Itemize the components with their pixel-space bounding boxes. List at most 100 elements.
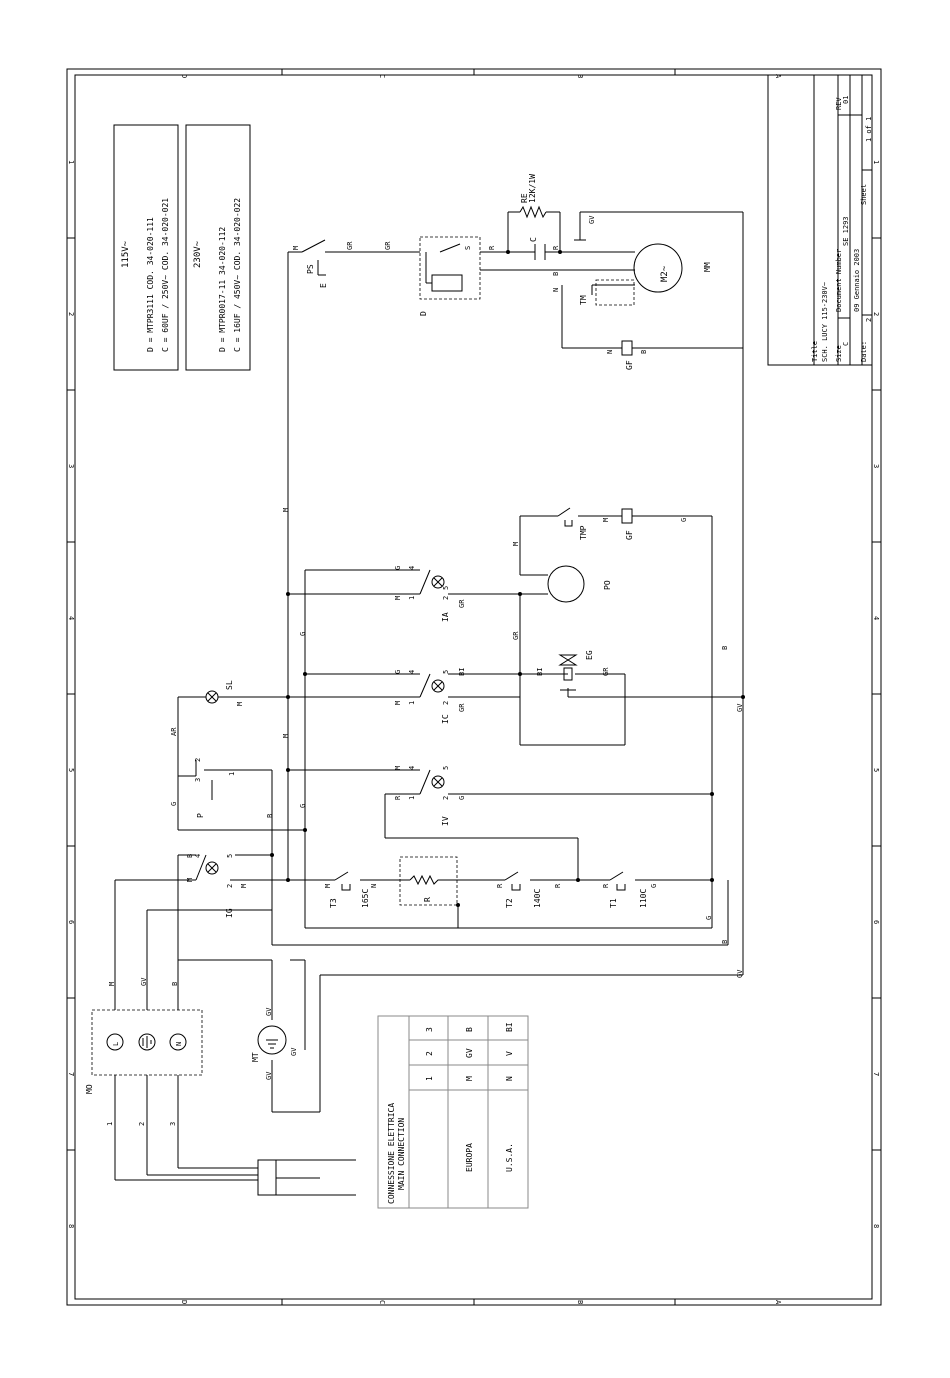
- label-c: C: [529, 237, 538, 242]
- wire-label-r-1: R: [488, 245, 496, 250]
- note-230v-title: 230V~: [193, 240, 203, 268]
- wire-label-gv-bottom: GV: [736, 969, 744, 978]
- label-tm: TM: [579, 295, 588, 305]
- eg-valve: [558, 654, 578, 691]
- wire-label-b: B: [552, 272, 560, 276]
- wire-label-m-ia: M: [394, 596, 402, 600]
- label-tmp: TMP: [579, 525, 588, 540]
- wire-label-gv-mt-2: GV: [290, 1047, 298, 1056]
- frame-col-5-left: 5: [67, 768, 75, 772]
- label-eg: EG: [585, 650, 594, 660]
- connection-table-title: CONNESSIONE ELETTRICA: [387, 1103, 396, 1204]
- label-ig: IG: [225, 908, 234, 918]
- table-row-usa-3: BI: [505, 1022, 514, 1032]
- wire-label-gv-right: GV: [736, 703, 744, 712]
- frame-col-4-left: 4: [67, 616, 75, 620]
- wire-label-m-gf: M: [602, 518, 610, 522]
- label-ia: IA: [441, 612, 450, 622]
- wire-label-1-ia: 1: [408, 596, 416, 600]
- label-gf-top: GF: [625, 360, 634, 370]
- wire-label-m-iv: M: [394, 766, 402, 770]
- wire-label-r-t1: R: [602, 883, 610, 888]
- wire-label-2-ia: 2: [442, 596, 450, 600]
- wire-label-g-ic: G: [394, 670, 402, 674]
- table-row-europa-name: EUROPA: [465, 1143, 474, 1172]
- docnum-label: Document Number: [835, 249, 843, 312]
- wire-label-gr-2: GR: [384, 241, 392, 250]
- motor-mm: [574, 235, 683, 306]
- wire-label-g-gf: G: [680, 518, 688, 522]
- wire-label-bi-eg: BI: [536, 668, 544, 676]
- frame-row-a-bottom: A: [774, 1300, 782, 1305]
- wire-label-5-iv: 5: [442, 766, 450, 770]
- note-box-230v: 230V~ D = MTPR0017-11 34-020-112 C = 16U…: [185, 124, 251, 371]
- size-value: C: [842, 342, 850, 346]
- r-heating-element: [399, 856, 458, 906]
- wire-label-m-ic: M: [394, 701, 402, 705]
- capacitor: [534, 244, 546, 260]
- label-165c: 165C: [361, 889, 370, 908]
- frame-col-5-right: 5: [872, 768, 880, 772]
- wire-label-b-right: B: [721, 646, 729, 650]
- table-header-1: 1: [425, 1076, 434, 1081]
- label-mt: MT: [251, 1052, 260, 1062]
- ps-pressure-switch: [301, 239, 340, 276]
- frame-row-a-top: A: [774, 74, 782, 79]
- frame-col-6-left: 6: [67, 920, 75, 924]
- wire-label-m-top: M: [292, 246, 300, 250]
- rev-label: REV: [835, 97, 843, 110]
- wire-label-g-p: G: [170, 802, 178, 806]
- table-row-usa-2: V: [505, 1051, 514, 1056]
- label-re: RE: [520, 193, 529, 203]
- ic-switch: [419, 673, 445, 698]
- table-row-europa-3: B: [465, 1027, 474, 1032]
- frame-col-2-left: 2: [67, 312, 75, 316]
- mo-terminal-block: [91, 1009, 203, 1076]
- label-140c: 140C: [533, 889, 542, 908]
- connection-table-subtitle: MAIN CONNECTION: [397, 1118, 406, 1190]
- wire-label-gr-eg: GR: [602, 667, 610, 676]
- table-header-3: 3: [425, 1027, 434, 1032]
- frame-row-d-bottom: D: [180, 1300, 188, 1304]
- wire-label-gr-po: GR: [512, 631, 520, 640]
- table-row-usa-1: N: [505, 1076, 514, 1081]
- frame-col-8-left: 8: [67, 1224, 75, 1228]
- wire-label-g-t1: G: [650, 884, 658, 888]
- sheet-of-value: 1 of 1: [865, 117, 873, 142]
- wire-label-m-t3: M: [324, 884, 332, 888]
- wire-label-2-p: 2: [194, 758, 202, 762]
- label-iv: IV: [441, 816, 450, 826]
- frame-row-b-bottom: B: [576, 1300, 584, 1304]
- wire-label-b-mid: B: [266, 814, 274, 818]
- wire-label-2-iv: 2: [442, 796, 450, 800]
- wire-label-m-mid: M: [282, 508, 290, 512]
- frame-col-8-right: 8: [872, 1224, 880, 1228]
- iv-switch: [419, 769, 445, 795]
- wire-label-b-gf: B: [640, 350, 648, 354]
- wire-label-1-cable: 1: [106, 1122, 114, 1126]
- wire-label-n: N: [552, 288, 560, 292]
- label-mm: MM: [703, 262, 712, 272]
- wire-label-g-return: G: [705, 916, 713, 920]
- frame-col-3-right: 3: [872, 464, 880, 468]
- table-row-europa-2: GV: [465, 1048, 474, 1058]
- mt-ground: [257, 1025, 287, 1055]
- wire-label-4-ia: 4: [408, 566, 416, 570]
- label-t2: T2: [505, 898, 514, 908]
- wire-label-3-cable: 3: [169, 1122, 177, 1126]
- label-t3: T3: [329, 898, 338, 908]
- p-pressostat: [195, 760, 235, 800]
- note-115v-line2: C = 60UF / 250V~ COD. 34-020-021: [161, 198, 170, 352]
- wire-label-bi-ic: BI: [458, 668, 466, 676]
- wire-label-4-ig: 4: [194, 854, 202, 858]
- gf-valve: [621, 508, 633, 524]
- date-label: Date:: [860, 341, 868, 362]
- wire-label-r-t2: R: [496, 883, 504, 888]
- frame-col-1-left: 1: [67, 160, 75, 164]
- label-re-value: 12K/1W: [528, 174, 537, 203]
- drawing-frame: D C B A D C B A 1 2 3 4 5 6 7 8 1 2 3 4 …: [66, 68, 882, 1306]
- wire-label-5-ia: 5: [442, 586, 450, 590]
- wire-label-gr-1: GR: [346, 241, 354, 250]
- frame-col-7-left: 7: [67, 1072, 75, 1076]
